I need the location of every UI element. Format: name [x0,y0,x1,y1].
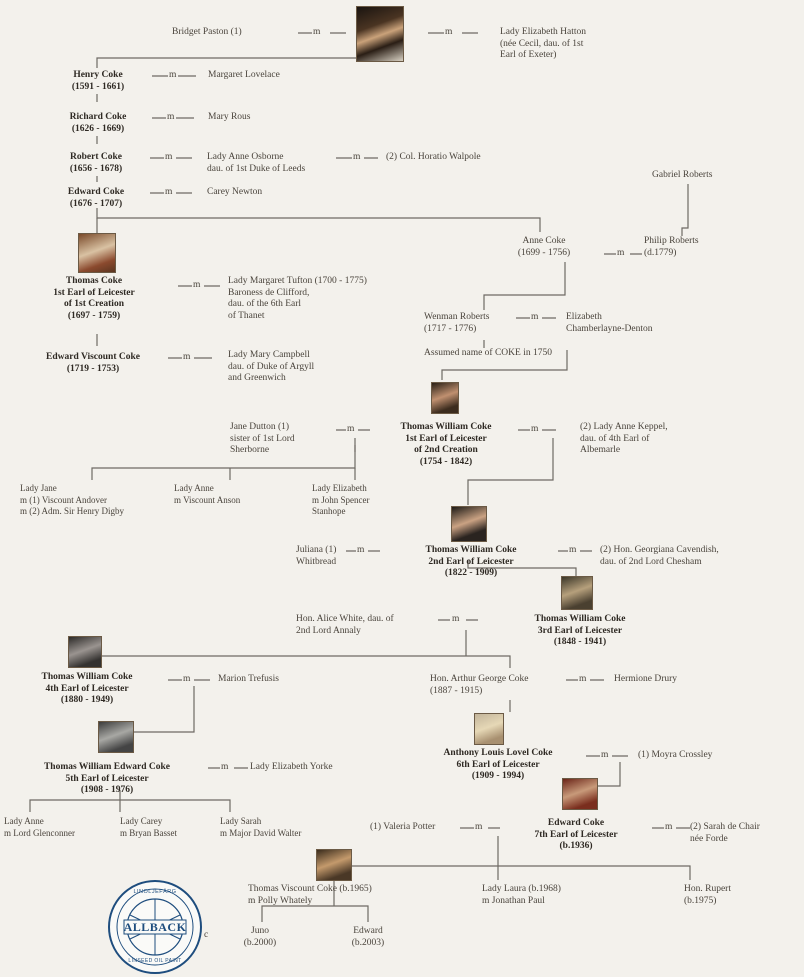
georgiana-cavendish: (2) Hon. Georgiana Cavendish, dau. of 2n… [600,545,719,567]
lady-carey: Lady Carey m Bryan Basset [120,816,177,838]
thomas-viscount-coke: Thomas Viscount Coke (b.1965) m Polly Wh… [248,884,372,906]
marriage-mark: m [665,822,673,832]
seal-emblem-icon [116,888,194,966]
edward-viscount-coke: Edward Viscount Coke (1719 - 1753) [46,352,140,374]
portrait-twc-3rd [561,576,593,610]
twc-4th-earl: Thomas William Coke 4th Earl of Leiceste… [41,672,133,705]
elizabeth-hatton: Lady Elizabeth Hatton (née Cecil, dau. o… [500,27,586,60]
portrait-twc-4th [68,636,102,668]
carey-newton: Carey Newton [207,187,263,197]
edward-coke: Edward Coke (1676 - 1707) [67,187,125,209]
lady-anne: Lady Anne m Viscount Anson [174,483,241,505]
seal-top-text: LINOLJEFÄRG [133,889,177,895]
lady-elizabeth: Lady Elizabeth m John Spencer Stanhope [312,483,370,516]
anthony-6th-earl: Anthony Louis Lovel Coke 6th Earl of Lei… [443,748,553,781]
marriage-mark: m [313,27,321,37]
twec-5th-earl: Thomas William Edward Coke 5th Earl of L… [43,762,171,795]
marriage-mark: m [165,152,173,162]
marriage-mark: m [221,762,229,772]
portrait-edward-7th [562,778,598,810]
clipped-name: c [204,930,209,940]
portrait-twc-1st [431,382,459,414]
juno: Juno (b.2000) [243,926,277,948]
marriage-mark: m [452,614,460,624]
richard-coke: Richard Coke (1626 - 1669) [69,112,127,134]
marriage-mark: m [617,248,625,258]
lady-jane: Lady Jane m (1) Viscount Andover m (2) A… [20,483,124,516]
thomas-coke-1st-earl: Thomas Coke 1st Earl of Leicester of 1st… [53,276,135,321]
hermione-drury: Hermione Drury [614,674,678,684]
marriage-mark: m [169,70,177,80]
wenman-roberts: Wenman Roberts (1717 - 1776) [424,312,490,334]
marriage-mark: m [353,152,361,162]
marriage-mark: m [193,280,201,290]
lady-sarah: Lady Sarah m Major David Walter [220,816,302,838]
marriage-mark: m [601,750,609,760]
marriage-mark: m [531,312,539,322]
jane-dutton: Jane Dutton (1) sister of 1st Lord Sherb… [230,422,295,455]
alice-white: Hon. Alice White, dau. of 2nd Lord Annal… [296,614,394,636]
elizabeth-yorke: Lady Elizabeth Yorke [250,762,333,772]
marriage-mark: m [347,424,355,434]
twc-1st-earl-2nd-creation: Thomas William Coke 1st Earl of Leiceste… [400,422,492,467]
horatio-walpole: (2) Col. Horatio Walpole [386,152,481,162]
anne-keppel: (2) Lady Anne Keppel, dau. of 4th Earl o… [580,422,668,455]
marriage-mark: m [357,545,365,555]
bridget-paston: Bridget Paston (1) [172,27,242,37]
henry-coke: Henry Coke (1591 - 1661) [71,70,125,92]
elizabeth-denton: Elizabeth Chamberlayne-Denton [566,312,653,334]
mary-campbell: Lady Mary Campbell dau. of Duke of Argyl… [228,350,315,383]
lady-laura: Lady Laura (b.1968) m Jonathan Paul [482,884,561,906]
allback-seal: LINOLJEFÄRG ALLBACK LINSEED OIL PAINT [108,880,202,974]
lady-anne-glenconner: Lady Anne m Lord Glenconner [4,816,75,838]
seal-name: ALLBACK [123,920,187,934]
twc-3rd-earl: Thomas William Coke 3rd Earl of Leiceste… [534,614,626,647]
marriage-mark: m [167,112,175,122]
marriage-mark: m [183,674,191,684]
marriage-mark: m [579,674,587,684]
marriage-mark: m [183,352,191,362]
portrait-anthony-6th [474,713,504,745]
edward-child: Edward (b.2003) [351,926,385,948]
marriage-mark: m [569,545,577,555]
hon-rupert: Hon. Rupert (b.1975) [684,884,731,906]
mary-rous: Mary Rous [208,112,251,122]
valeria-potter: (1) Valeria Potter [370,822,436,832]
robert-coke: Robert Coke (1656 - 1678) [69,152,123,174]
edward-7th-earl: Edward Coke 7th Earl of Leicester (b.193… [534,818,618,851]
marion-trefusis: Marion Trefusis [218,674,279,684]
portrait-thomas-viscount [316,849,352,881]
anne-coke: Anne Coke (1699 - 1756) [517,236,571,258]
twc-2nd-earl: Thomas William Coke 2nd Earl of Leiceste… [425,545,517,578]
marriage-mark: m [531,424,539,434]
portrait-twc-2nd [451,506,487,542]
margaret-tufton: Lady Margaret Tufton (1700 - 1775) Baron… [228,276,367,321]
margaret-lovelace: Margaret Lovelace [208,70,280,80]
juliana-whitbread: Juliana (1) Whitbread [296,545,337,567]
marriage-mark: m [445,27,453,37]
portrait-edward-coke-elder [356,6,404,62]
gabriel-roberts: Gabriel Roberts [652,170,713,180]
arthur-george-coke: Hon. Arthur George Coke (1887 - 1915) [430,674,529,696]
marriage-mark: m [165,187,173,197]
marriage-mark: m [475,822,483,832]
anne-osborne: Lady Anne Osborne dau. of 1st Duke of Le… [207,152,306,174]
sarah-de-chair: (2) Sarah de Chair née Forde [690,822,760,844]
portrait-thomas-coke-1st [78,233,116,273]
assumed-name-note: Assumed name of COKE in 1750 [424,348,552,358]
portrait-twec-5th [98,721,134,753]
seal-bottom-text: LINSEED OIL PAINT [128,958,182,964]
philip-roberts: Philip Roberts (d.1779) [644,236,699,258]
moyra-crossley: (1) Moyra Crossley [638,750,713,760]
